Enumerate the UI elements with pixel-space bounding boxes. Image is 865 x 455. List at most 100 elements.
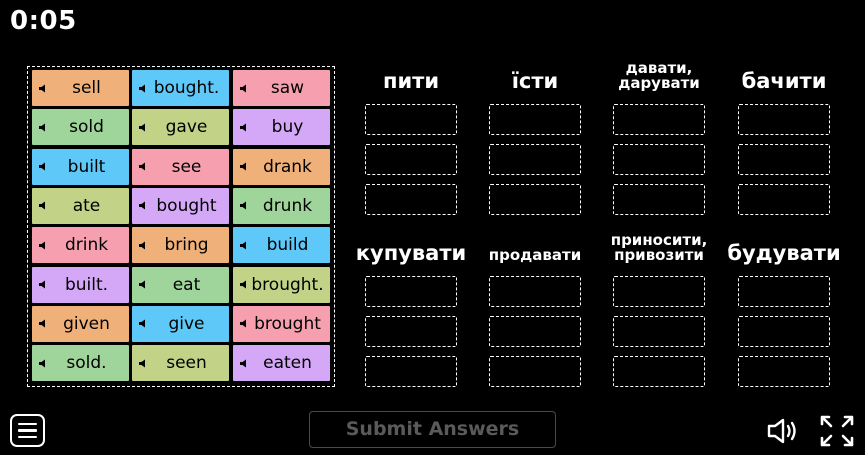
hamburger-menu-icon bbox=[18, 422, 37, 426]
submit-answers-button[interactable]: Submit Answers bbox=[309, 411, 556, 448]
drop-slot[interactable] bbox=[613, 104, 705, 135]
speaker-icon[interactable] bbox=[32, 280, 48, 289]
word-tile[interactable]: bought bbox=[132, 187, 229, 224]
word-tile[interactable]: bring bbox=[132, 227, 229, 264]
speaker-icon[interactable] bbox=[132, 84, 148, 93]
drop-slot[interactable] bbox=[738, 184, 830, 215]
category-heading: пити bbox=[382, 69, 440, 93]
word-tile-label: given bbox=[63, 313, 110, 334]
word-tile[interactable]: buy bbox=[233, 109, 330, 146]
word-tile[interactable]: brought bbox=[233, 305, 330, 342]
category-heading: продавати bbox=[488, 246, 582, 265]
speaker-icon[interactable] bbox=[233, 162, 249, 171]
drop-slot[interactable] bbox=[738, 276, 830, 307]
drop-slot[interactable] bbox=[738, 104, 830, 135]
word-tile-label: bring bbox=[164, 235, 209, 256]
speaker-icon[interactable] bbox=[132, 319, 148, 328]
word-tile[interactable]: sell bbox=[32, 70, 129, 106]
speaker-icon[interactable] bbox=[32, 162, 48, 171]
word-tile-label: drank bbox=[263, 156, 312, 177]
fullscreen-button[interactable] bbox=[818, 413, 856, 449]
speaker-icon[interactable] bbox=[233, 201, 249, 210]
word-tile-label: bought bbox=[156, 195, 217, 216]
hamburger-menu-icon-line bbox=[18, 429, 37, 432]
speaker-icon[interactable] bbox=[233, 319, 249, 328]
speaker-icon[interactable] bbox=[233, 359, 249, 368]
drop-slot[interactable] bbox=[365, 184, 457, 215]
word-tile[interactable]: give bbox=[132, 305, 229, 342]
word-tile[interactable]: given bbox=[32, 305, 129, 342]
word-tile[interactable]: sold bbox=[32, 109, 129, 146]
drop-slot[interactable] bbox=[365, 316, 457, 347]
drop-slot[interactable] bbox=[613, 316, 705, 347]
drop-slot[interactable] bbox=[489, 276, 581, 307]
drop-slot[interactable] bbox=[365, 104, 457, 135]
speaker-icon[interactable] bbox=[32, 319, 48, 328]
speaker-icon[interactable] bbox=[132, 241, 148, 250]
word-tile[interactable]: bought. bbox=[132, 70, 229, 106]
category-heading: приносити, привозити bbox=[610, 230, 708, 265]
speaker-icon[interactable] bbox=[32, 84, 48, 93]
speaker-icon[interactable] bbox=[132, 359, 148, 368]
word-tile[interactable]: built bbox=[32, 148, 129, 185]
drop-slot[interactable] bbox=[489, 316, 581, 347]
speaker-icon[interactable] bbox=[132, 201, 148, 210]
speaker-icon[interactable] bbox=[233, 84, 249, 93]
drop-slot[interactable] bbox=[365, 144, 457, 175]
word-tile[interactable]: see bbox=[132, 148, 229, 185]
word-tile[interactable]: sold. bbox=[32, 345, 129, 382]
drop-slot[interactable] bbox=[738, 144, 830, 175]
word-tile[interactable]: gave bbox=[132, 109, 229, 146]
word-tile[interactable]: ate bbox=[32, 187, 129, 224]
word-tile[interactable]: seen bbox=[132, 345, 229, 382]
word-tile[interactable]: drunk bbox=[233, 187, 330, 224]
drop-slot[interactable] bbox=[365, 356, 457, 387]
word-tile-label: built bbox=[67, 156, 106, 177]
category-heading: бачити bbox=[741, 69, 827, 93]
word-tile-label: give bbox=[168, 313, 205, 334]
speaker-sound-icon bbox=[767, 418, 796, 444]
speaker-icon[interactable] bbox=[32, 201, 48, 210]
category-heading: купувати bbox=[355, 241, 467, 265]
word-tile[interactable]: drank bbox=[233, 148, 330, 185]
word-tile[interactable]: drink bbox=[32, 227, 129, 264]
drop-slot[interactable] bbox=[489, 104, 581, 135]
word-tile[interactable]: built. bbox=[32, 266, 129, 303]
word-tile-label: build bbox=[266, 235, 309, 256]
word-tile[interactable]: brought. bbox=[233, 266, 330, 303]
drop-slot[interactable] bbox=[613, 144, 705, 175]
word-tile[interactable]: build bbox=[233, 227, 330, 264]
word-tile[interactable]: eat bbox=[132, 266, 229, 303]
word-tile-label: sold. bbox=[66, 353, 107, 374]
menu-button[interactable] bbox=[10, 414, 45, 447]
drop-slot[interactable] bbox=[489, 356, 581, 387]
word-tile-label: drink bbox=[64, 235, 109, 256]
speaker-icon[interactable] bbox=[32, 123, 48, 132]
word-tile-label: sell bbox=[72, 78, 101, 98]
sound-toggle-button[interactable] bbox=[764, 414, 804, 448]
speaker-icon[interactable] bbox=[132, 123, 148, 132]
drop-slot[interactable] bbox=[738, 356, 830, 387]
drop-slot[interactable] bbox=[738, 316, 830, 347]
speaker-icon[interactable] bbox=[233, 241, 249, 250]
word-tile-label: brought bbox=[254, 313, 321, 334]
drop-slot[interactable] bbox=[613, 356, 705, 387]
word-tile[interactable]: eaten bbox=[233, 345, 330, 382]
word-tile-label: eaten bbox=[263, 353, 312, 374]
speaker-icon[interactable] bbox=[233, 280, 249, 289]
drop-slot[interactable] bbox=[489, 184, 581, 215]
speaker-icon[interactable] bbox=[132, 162, 148, 171]
speaker-icon[interactable] bbox=[233, 123, 249, 132]
speaker-icon[interactable] bbox=[32, 359, 48, 368]
speaker-icon[interactable] bbox=[132, 280, 148, 289]
drop-slot[interactable] bbox=[613, 184, 705, 215]
drop-slot[interactable] bbox=[365, 276, 457, 307]
word-tile-label: brought. bbox=[251, 274, 324, 295]
word-tile-label: ate bbox=[72, 195, 101, 216]
drop-slot[interactable] bbox=[613, 276, 705, 307]
word-tile[interactable]: saw bbox=[233, 70, 330, 106]
drop-slot[interactable] bbox=[489, 144, 581, 175]
word-tile-label: drunk bbox=[262, 195, 313, 216]
speaker-icon[interactable] bbox=[32, 241, 48, 250]
